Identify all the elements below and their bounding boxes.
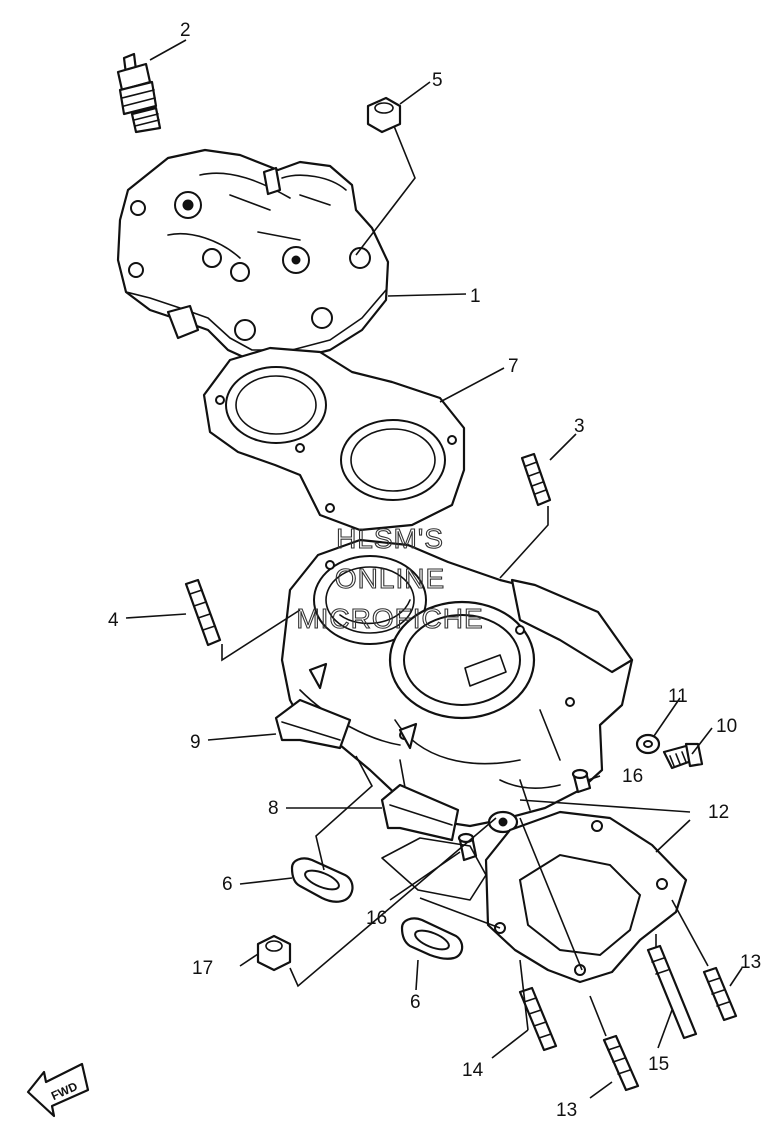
- stud-bolt-15[interactable]: [646, 944, 698, 1040]
- callout-1: 1: [470, 286, 481, 307]
- callout-6-upper: 6: [222, 874, 233, 895]
- reed-gasket-lower[interactable]: [400, 917, 464, 960]
- callout-13-lower: 13: [556, 1100, 577, 1121]
- callout-10: 10: [716, 716, 737, 737]
- stud-bolt-14[interactable]: [518, 986, 558, 1052]
- callout-15: 15: [648, 1054, 669, 1075]
- stud-bolt-upper[interactable]: [520, 452, 552, 507]
- callout-7: 7: [508, 356, 519, 377]
- callout-11: 11: [668, 686, 688, 707]
- flange-nut[interactable]: [256, 934, 292, 972]
- watermark-line-2: ONLINE: [335, 563, 445, 594]
- cylinder-head-gasket[interactable]: [202, 346, 466, 532]
- callout-16-left: 16: [366, 908, 387, 929]
- watermark: HLSM'S ONLINE MICROFICHE: [296, 522, 483, 634]
- callout-numbers: 2 5 1 7 3 4 9 11 10 16 8 12 6 16 13 17 6…: [108, 20, 761, 1121]
- callout-6-lower: 6: [410, 992, 421, 1013]
- callout-2: 2: [180, 20, 191, 41]
- callout-12: 12: [708, 802, 729, 823]
- stud-bolt-13-lower[interactable]: [602, 1034, 640, 1092]
- cylinder-base-gasket[interactable]: [381, 810, 688, 984]
- callout-3: 3: [574, 416, 585, 437]
- stud-bolt-13-right[interactable]: [702, 966, 738, 1022]
- fwd-arrow-icon: FWD: [26, 1062, 90, 1118]
- spark-plug[interactable]: [116, 52, 162, 134]
- cylinder-head-nut[interactable]: [366, 96, 402, 134]
- callout-5: 5: [432, 70, 443, 91]
- dowel-pin-right[interactable]: [571, 768, 592, 794]
- exhaust-flange-gasket-upper[interactable]: [274, 698, 352, 750]
- callout-9: 9: [190, 732, 201, 753]
- cylinder-block[interactable]: [280, 538, 634, 834]
- cylinder-head[interactable]: [116, 148, 390, 362]
- callout-13-right: 13: [740, 952, 761, 973]
- watermark-line-3: MICROFICHE: [296, 603, 483, 634]
- watermark-line-1: HLSM'S: [336, 523, 444, 554]
- callout-14: 14: [462, 1060, 484, 1081]
- leader-lines: [125, 39, 743, 1099]
- callout-17: 17: [192, 958, 213, 979]
- callout-16-right: 16: [622, 766, 643, 787]
- callout-8: 8: [268, 798, 279, 819]
- stud-bolt-left[interactable]: [184, 578, 222, 647]
- callout-4: 4: [108, 610, 119, 631]
- exhaust-flange-gasket-lower[interactable]: [380, 783, 460, 842]
- washer[interactable]: [635, 733, 661, 755]
- reed-gasket-upper[interactable]: [290, 857, 354, 903]
- bolt[interactable]: [662, 742, 704, 770]
